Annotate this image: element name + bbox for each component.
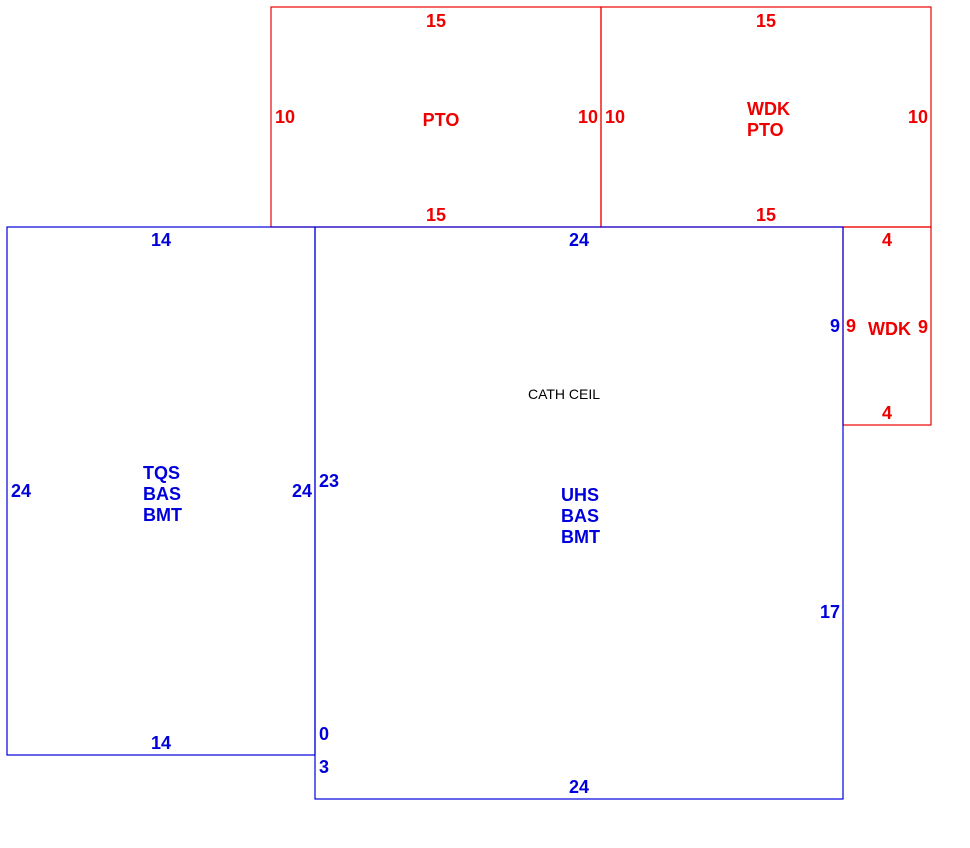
dim-left: 10 — [275, 107, 295, 127]
area-wdk[interactable]: 4 4 9 9 WDK — [842, 226, 932, 426]
area-note: CATH CEIL — [528, 386, 600, 402]
dim-right: 24 — [292, 481, 312, 501]
area-label-line-3: BMT — [143, 505, 182, 525]
dim-bottom: 14 — [151, 733, 171, 753]
dim-left: 9 — [846, 316, 856, 336]
dim-right-upper: 9 — [830, 316, 840, 336]
dim-bottom: 15 — [426, 205, 446, 225]
dim-top: 15 — [426, 11, 446, 31]
dim-right: 9 — [918, 317, 928, 337]
area-tqs[interactable]: 14 14 24 24 TQS BAS BMT — [6, 226, 316, 756]
dim-left: 24 — [11, 481, 31, 501]
area-label-line-1: UHS — [561, 485, 599, 505]
area-label-line-1: WDK — [747, 99, 790, 119]
dim-top: 24 — [569, 230, 589, 250]
dim-left-mid: 0 — [319, 724, 329, 744]
dim-right: 10 — [578, 107, 598, 127]
area-label-line-2: PTO — [747, 120, 784, 140]
area-label-line-2: BAS — [143, 484, 181, 504]
dim-right-lower: 17 — [820, 602, 840, 622]
area-uhs-outline — [314, 226, 844, 800]
dim-top: 15 — [756, 11, 776, 31]
area-pto[interactable]: 15 15 10 10 PTO — [270, 6, 602, 228]
dim-right: 10 — [908, 107, 928, 127]
area-label: WDK — [868, 319, 911, 339]
dim-bottom: 4 — [882, 403, 892, 423]
dim-top: 4 — [882, 230, 892, 250]
dim-bottom: 24 — [569, 777, 589, 797]
dim-left-upper: 23 — [319, 471, 339, 491]
dim-left-lower: 3 — [319, 757, 329, 777]
area-label-line-1: TQS — [143, 463, 180, 483]
area-label-line-3: BMT — [561, 527, 600, 547]
dim-left: 10 — [605, 107, 625, 127]
area-wdk-pto[interactable]: 15 15 10 10 WDK PTO — [600, 6, 932, 228]
dim-top: 14 — [151, 230, 171, 250]
dim-bottom: 15 — [756, 205, 776, 225]
area-uhs[interactable]: 24 24 23 0 3 9 17 CATH CEIL UHS BAS BMT — [314, 226, 844, 800]
area-label: PTO — [423, 110, 460, 130]
area-label-line-2: BAS — [561, 506, 599, 526]
